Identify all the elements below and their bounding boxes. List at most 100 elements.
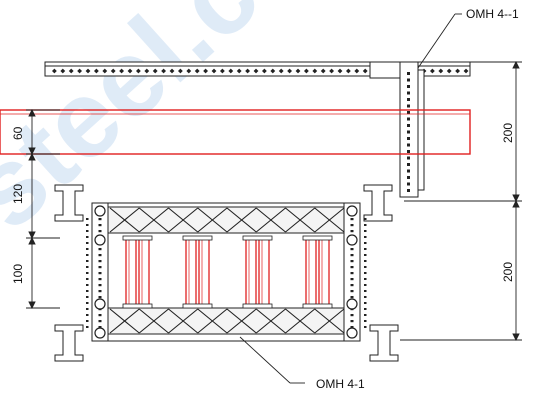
rail-hole (287, 68, 292, 74)
frame-hole (364, 320, 367, 322)
truss-member (226, 207, 257, 233)
frame-hole (364, 308, 367, 310)
frame-hole (350, 224, 354, 227)
frame-hole (350, 266, 354, 269)
frame-hole (98, 314, 102, 317)
truss-member (226, 308, 257, 334)
cable-profile (198, 237, 210, 307)
frame-hole (98, 320, 102, 323)
frame-hole (86, 266, 89, 268)
post-perforations (407, 72, 410, 192)
post-hole (407, 85, 410, 88)
frame-hole (86, 308, 89, 310)
frame-hole (364, 272, 367, 274)
rail-hole (354, 68, 360, 74)
post-hole (407, 182, 410, 186)
post-hole (407, 137, 410, 140)
rail-hole (278, 68, 284, 74)
frame-hole (364, 248, 367, 250)
frame-hole (98, 218, 102, 221)
rail-hole (186, 68, 192, 74)
rail-hole (362, 68, 368, 74)
frame-hole (98, 290, 102, 293)
rail-hole (52, 68, 57, 74)
truss-member (314, 308, 345, 334)
rail-hole (169, 68, 175, 74)
dimension-label-100: 100 (11, 264, 25, 284)
rail-hole (430, 68, 435, 74)
rail-hole (438, 68, 444, 74)
rail-hole (329, 68, 334, 74)
truss-member (285, 207, 316, 233)
frame-hole (350, 272, 354, 275)
right-dimension-chain (400, 60, 522, 342)
rail-hole (178, 68, 183, 74)
cable-profile (305, 237, 317, 307)
c-channel-brackets (54, 184, 399, 362)
frame-hole (350, 314, 354, 317)
frame-hole (86, 254, 89, 256)
dimension-label-200-lower: 200 (501, 262, 515, 282)
rail-hole (119, 68, 124, 74)
frame-hole (350, 290, 354, 293)
frame-hole (98, 272, 102, 275)
rail-hole (68, 68, 74, 74)
frame-hole (364, 242, 367, 244)
frame-hole (98, 284, 102, 287)
frame-hole (364, 230, 367, 232)
rail-hole (94, 68, 99, 74)
frame-hole (350, 284, 354, 287)
rail-hole (270, 68, 276, 74)
truss-member (109, 308, 140, 334)
frame-hole (364, 290, 367, 292)
frame-hole (86, 326, 89, 328)
rail-hole (152, 68, 158, 74)
rail-hole (262, 68, 267, 74)
rail-hole (446, 68, 452, 74)
vertical-post (369, 61, 425, 198)
callout-label-bottom: OMH 4-1 (316, 377, 365, 391)
frame-hole (98, 224, 102, 227)
rail-hole (127, 68, 133, 74)
rail-hole (60, 68, 66, 74)
rail-hole (245, 68, 250, 74)
frame-hole (98, 278, 102, 281)
truss-member (168, 308, 199, 334)
frame-hole (86, 314, 89, 316)
frame-hole (98, 230, 102, 233)
post-hole (407, 163, 410, 166)
callout-label-top: OMH 4--1 (466, 7, 519, 21)
post-hole (407, 150, 410, 153)
frame-hole (86, 260, 89, 262)
cable-tray-profiles (122, 235, 333, 309)
truss-member (109, 207, 140, 233)
callout-leaders (239, 13, 462, 384)
truss-member (138, 308, 169, 334)
rail-hole (253, 68, 259, 74)
rail-hole (220, 68, 225, 74)
rail-hole (211, 68, 217, 74)
rail-hole (346, 68, 351, 74)
truss-member (168, 207, 199, 233)
frame-hole (86, 272, 89, 274)
rail-hole (194, 68, 200, 74)
cable-profile (318, 237, 330, 307)
frame-hole (86, 248, 89, 250)
truss-member (285, 308, 316, 334)
post-hole (407, 111, 410, 114)
frame-hole (98, 326, 102, 329)
truss-bracing (109, 207, 345, 334)
rail-hole (77, 68, 82, 74)
frame-hole (364, 266, 367, 268)
post-hole (407, 91, 410, 95)
post-hole (407, 78, 410, 82)
profile-clamp (302, 303, 333, 309)
frame-hole (350, 296, 354, 299)
cable-tray-section (0, 109, 471, 155)
profile-clamp (182, 303, 213, 309)
post-hole (407, 117, 410, 121)
frame-hole (364, 278, 367, 280)
rail-hole (136, 68, 141, 74)
profile-clamp (122, 303, 153, 309)
